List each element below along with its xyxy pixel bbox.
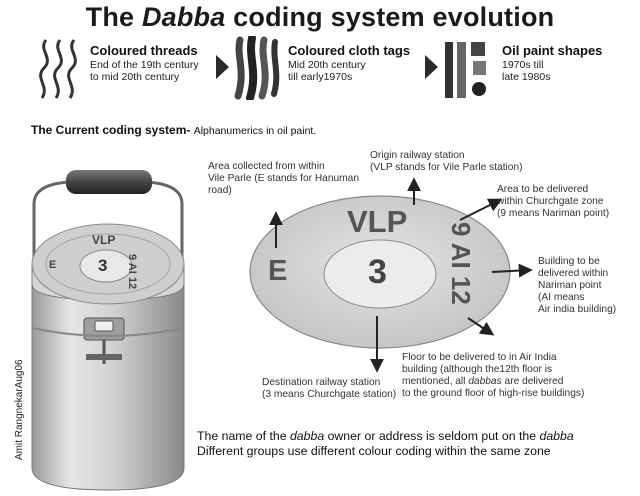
annotation-collected: Area collected from within Vile Parle (E… (208, 161, 360, 196)
stage-sub-paint-1: 1970s till (502, 59, 544, 71)
container-code-destination: 3 (98, 256, 108, 275)
stage-heading-cloth: Coloured cloth tags (288, 43, 411, 58)
stage-sub-threads-1: End of the 19th century (90, 59, 199, 71)
annotation-delivery-area: Area to be delivered within Churchgate z… (497, 184, 610, 219)
thread-icon (39, 39, 77, 99)
annotation-origin: Origin railway station (VLP stands for V… (370, 150, 523, 173)
stage-sub-threads-2: to mid 20th century (90, 71, 180, 83)
lid-code-collected: E (268, 255, 288, 287)
stage-sub-cloth-1: Mid 20th century (288, 59, 366, 71)
container-code-collected: E (49, 259, 57, 271)
stage-sub-paint-2: late 1980s (502, 71, 551, 83)
current-system-line: The Current coding system- Alphanumerics… (31, 123, 317, 137)
annotation-building: Building to be delivered within Nariman … (538, 256, 617, 315)
stage-heading-threads: Coloured threads (90, 43, 198, 58)
container-code-origin: VLP (92, 233, 116, 247)
stage-heading-paint: Oil paint shapes (502, 43, 603, 58)
annotation-destination: Destination railway station (3 means Chu… (262, 377, 397, 400)
cloth-tag-icon (234, 36, 280, 100)
stage-sub-cloth-2: till early1970s (288, 71, 353, 83)
annotation-floor: Floor to be delivered to in Air India bu… (402, 352, 585, 399)
footer-notes: The name of the dabba owner or address i… (197, 429, 574, 458)
lid-code-origin: VLP (347, 204, 408, 239)
arrow-right-icon (216, 55, 229, 79)
arrow-right-icon (425, 55, 438, 79)
dabba-container-illustration (31, 170, 185, 491)
lid-code-destination: 3 (368, 253, 387, 291)
page-title: The Dabba coding system evolution (85, 2, 555, 32)
paint-shapes-icon (445, 42, 486, 98)
author-credit: Amit RangnekarAug06 (14, 359, 25, 460)
